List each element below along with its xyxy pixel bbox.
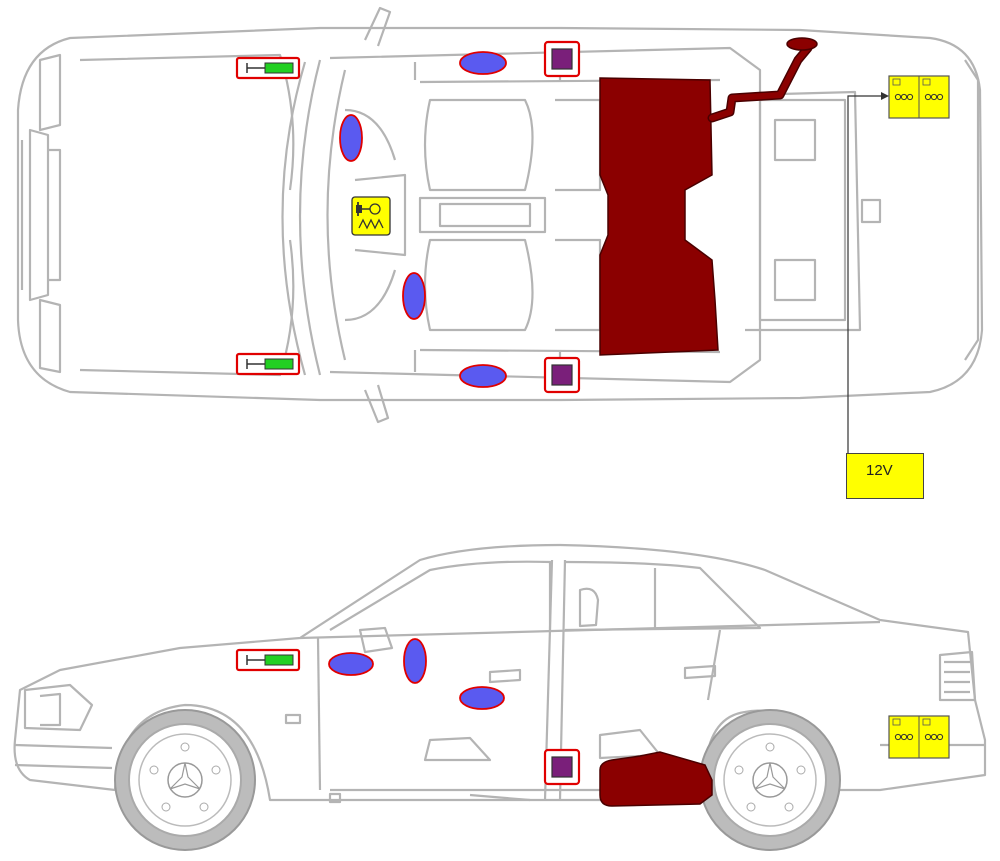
fuel-tank-top (599, 77, 719, 356)
battery-top (888, 75, 950, 119)
front-wheel (114, 709, 256, 851)
crash-sensor (235, 352, 301, 376)
mirror-left (364, 6, 392, 47)
car-body-outline-side (13, 543, 987, 802)
airbag-module (403, 638, 427, 684)
battery-callout-line (847, 95, 884, 453)
fuel-filler-cap (786, 37, 818, 51)
airbag-module (402, 272, 426, 320)
airbag-control-unit (543, 748, 581, 786)
battery-side (888, 715, 950, 759)
car-body-outline-top (16, 26, 984, 402)
belt-tensioner-unit (351, 196, 391, 236)
crash-sensor (235, 648, 301, 672)
rear-wheel (699, 709, 841, 851)
airbag-module (339, 114, 363, 162)
fuel-tank-side (599, 751, 713, 807)
voltage-label: 12V (846, 453, 924, 499)
airbag-control-unit (543, 356, 581, 394)
airbag-module (459, 51, 507, 75)
airbag-module (328, 652, 374, 676)
airbag-control-unit (543, 40, 581, 78)
crash-sensor (235, 56, 301, 80)
airbag-module (459, 686, 505, 710)
mirror-right (363, 384, 390, 424)
airbag-module (459, 364, 507, 388)
